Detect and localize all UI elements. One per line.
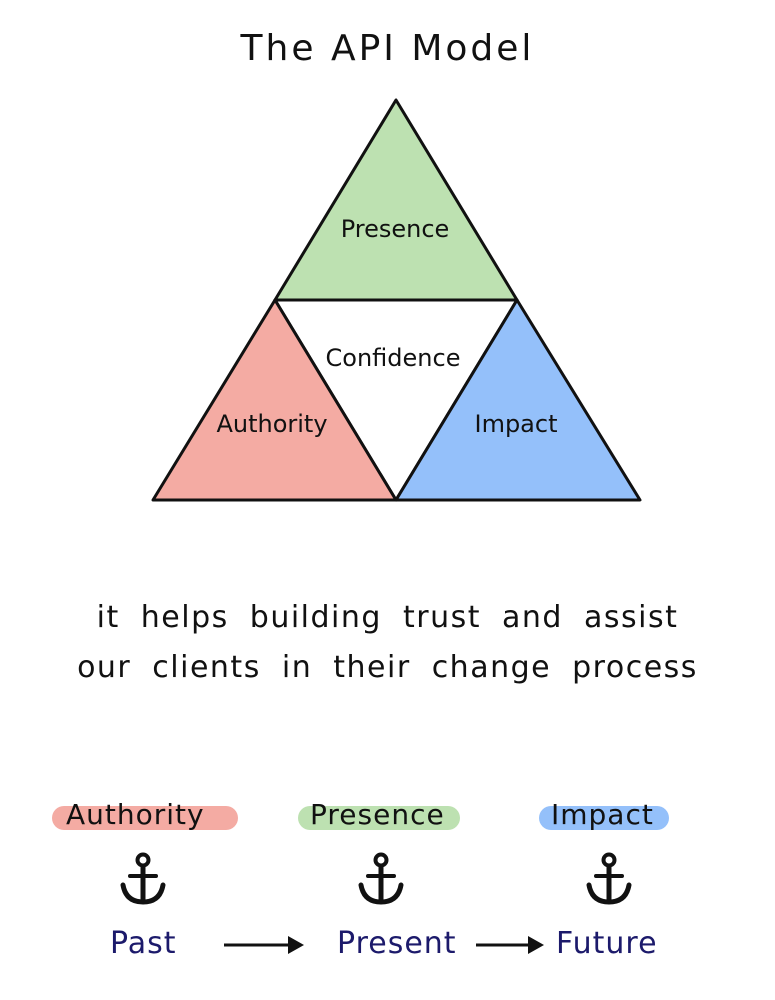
presence-highlight [298, 806, 460, 830]
anchor-icon [358, 852, 404, 905]
description-line-1: it helps building trust and assist [96, 600, 679, 635]
presence-stage-label: Presence [310, 798, 445, 831]
authority-label: Authority [216, 410, 327, 438]
arrow-right-icon [476, 936, 544, 954]
impact-stage-label: Impact [551, 798, 654, 831]
presence-triangle [273, 98, 519, 302]
authority-highlight [52, 806, 238, 830]
future-label: Future [556, 926, 658, 961]
impact-label: Impact [474, 410, 557, 438]
anchor-icon [120, 852, 166, 905]
authority-triangle [151, 298, 398, 502]
api-triangle: Presence Confidence Authority Impact [151, 98, 642, 502]
past-label: Past [110, 926, 177, 961]
impact-triangle [394, 298, 642, 502]
diagram-title: The API Model [240, 28, 535, 69]
anchor-icon [586, 852, 632, 905]
confidence-label: Confidence [326, 344, 461, 372]
present-label: Present [337, 926, 457, 961]
arrow-right-icon [224, 936, 304, 954]
impact-highlight [539, 806, 669, 830]
authority-stage-label: Authority [66, 798, 205, 831]
description-line-2: our clients in their change process [77, 650, 698, 685]
presence-label: Presence [341, 215, 450, 243]
